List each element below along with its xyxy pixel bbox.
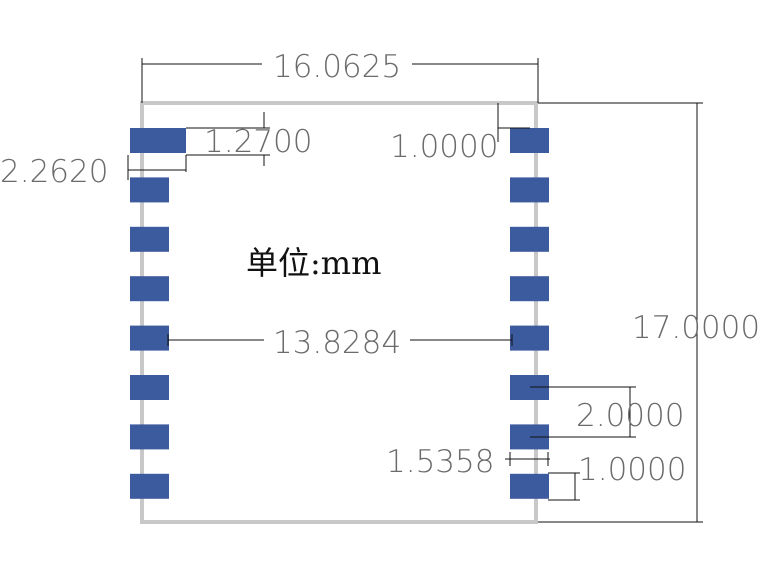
- left-pad-4: [130, 276, 169, 302]
- unit-label: 单位:mm: [246, 244, 381, 282]
- right-pad-column: [510, 128, 549, 499]
- dimension-pad-length: 2.2620: [0, 154, 187, 190]
- left-pad-2: [130, 177, 169, 203]
- left-pad-5: [130, 325, 169, 351]
- right-pad-4: [510, 276, 549, 302]
- left-pad-column: [130, 128, 186, 499]
- dimension-pad-length-value: 2.2620: [0, 154, 108, 190]
- left-pad-6: [130, 375, 169, 400]
- right-pad-8: [510, 473, 549, 499]
- left-pad-8: [130, 473, 169, 499]
- dimension-pad-inner-extent: 1.5358: [386, 444, 550, 480]
- left-pad-7: [130, 424, 169, 450]
- left-pad-1: [130, 128, 186, 153]
- module-outline: [140, 101, 538, 524]
- dimension-total-height-value: 17.0000: [632, 310, 760, 346]
- dimension-pitch-value: 2.0000: [576, 398, 684, 434]
- dimension-top-offset: 1.0000: [390, 103, 530, 165]
- dimension-pad-span-value: 13.8284: [273, 325, 401, 361]
- dimension-pad-width-value: 1.2700: [204, 124, 312, 160]
- dimension-top-offset-value: 1.0000: [390, 129, 498, 165]
- dimension-pad-span: 13.8284: [167, 325, 513, 361]
- dimension-bottom-offset-value: 1.0000: [578, 452, 686, 488]
- dimension-pad-inner-extent-value: 1.5358: [386, 444, 494, 480]
- right-pad-2: [510, 177, 549, 203]
- right-pad-1: [510, 128, 549, 153]
- right-pad-5: [510, 325, 549, 351]
- dimension-bottom-offset: 1.0000: [548, 452, 686, 501]
- dimension-total-width: 16.0625: [141, 49, 539, 103]
- dimension-total-height: 17.0000: [538, 102, 760, 523]
- right-pad-3: [510, 226, 549, 252]
- dimension-total-width-value: 16.0625: [273, 49, 401, 85]
- left-pad-3: [130, 226, 169, 252]
- dimension-pad-width: 1.2700: [186, 112, 312, 166]
- dimension-pitch: 2.0000: [530, 386, 684, 438]
